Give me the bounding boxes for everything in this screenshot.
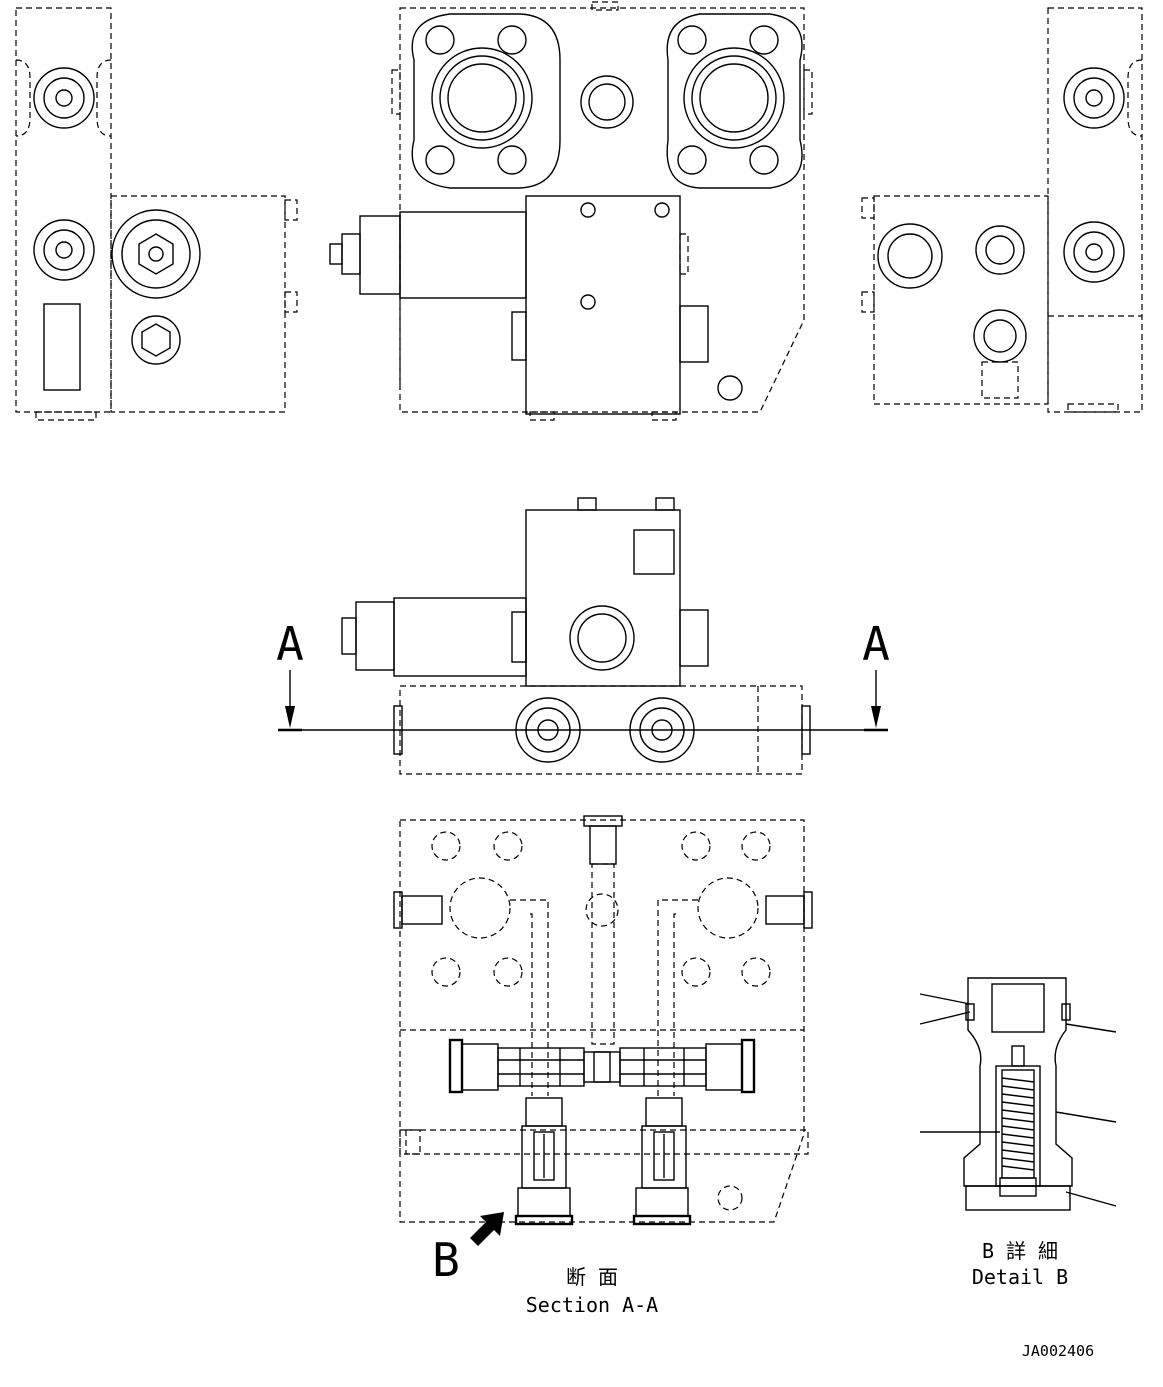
section-arrow-left-icon (285, 706, 295, 728)
left-side-view (15, 7, 298, 421)
detail-caption-jp: B 詳 細 (982, 1239, 1058, 1263)
arrow-icon (470, 1212, 504, 1246)
right-side-view (861, 7, 1143, 413)
section-arrow-right-icon (871, 706, 881, 728)
section-caption-en: Section A-A (526, 1293, 658, 1317)
plan-view (278, 497, 888, 775)
detail-caption-en: Detail B (972, 1265, 1068, 1289)
section-mark-left: A (276, 617, 304, 671)
drawing-code: JA002406 (1022, 1342, 1094, 1360)
section-a-a-view (393, 815, 813, 1246)
detail-b-view (919, 977, 1117, 1211)
section-mark-right: A (862, 617, 890, 671)
detail-mark: B (432, 1233, 460, 1287)
section-caption-jp: 断 面 (566, 1265, 618, 1289)
front-view (329, 1, 813, 421)
